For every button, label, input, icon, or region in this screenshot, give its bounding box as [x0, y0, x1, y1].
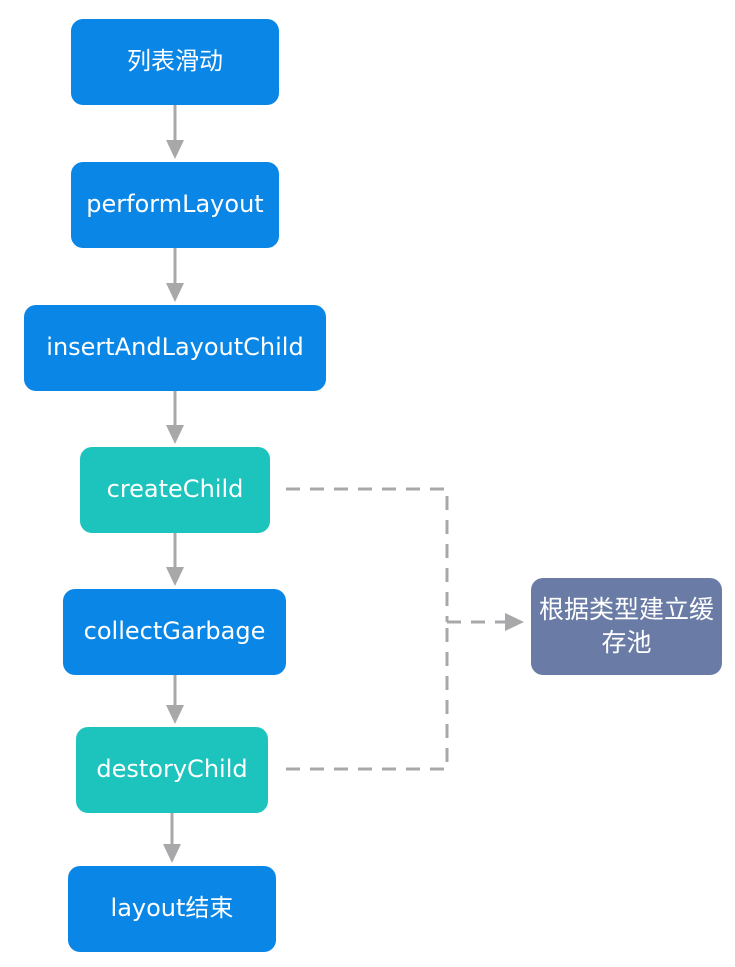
arrowhead-perform-to-insert [166, 283, 184, 302]
arrowhead-create-to-collect [166, 567, 184, 586]
arrowhead-list-to-perform [166, 140, 184, 159]
arrowhead-collect-to-destroy [166, 705, 184, 724]
node-layout-end: layout结束 [68, 866, 276, 952]
node-list-scroll: 列表滑动 [71, 19, 279, 105]
arrowhead-destroy-to-end [163, 844, 181, 863]
arrowhead-insert-to-create [166, 425, 184, 444]
node-destory-child: destoryChild [76, 727, 268, 813]
node-perform-layout: performLayout [71, 162, 279, 248]
arrowhead-to-cache [505, 613, 524, 631]
node-cache-pool: 根据类型建立缓存池 [531, 578, 722, 675]
node-insert-and-layout-child: insertAndLayoutChild [24, 305, 326, 391]
dashed-connector-create [286, 487, 449, 622]
node-collect-garbage: collectGarbage [63, 589, 286, 675]
dashed-connector-destroy [286, 622, 449, 771]
node-create-child: createChild [80, 447, 270, 533]
